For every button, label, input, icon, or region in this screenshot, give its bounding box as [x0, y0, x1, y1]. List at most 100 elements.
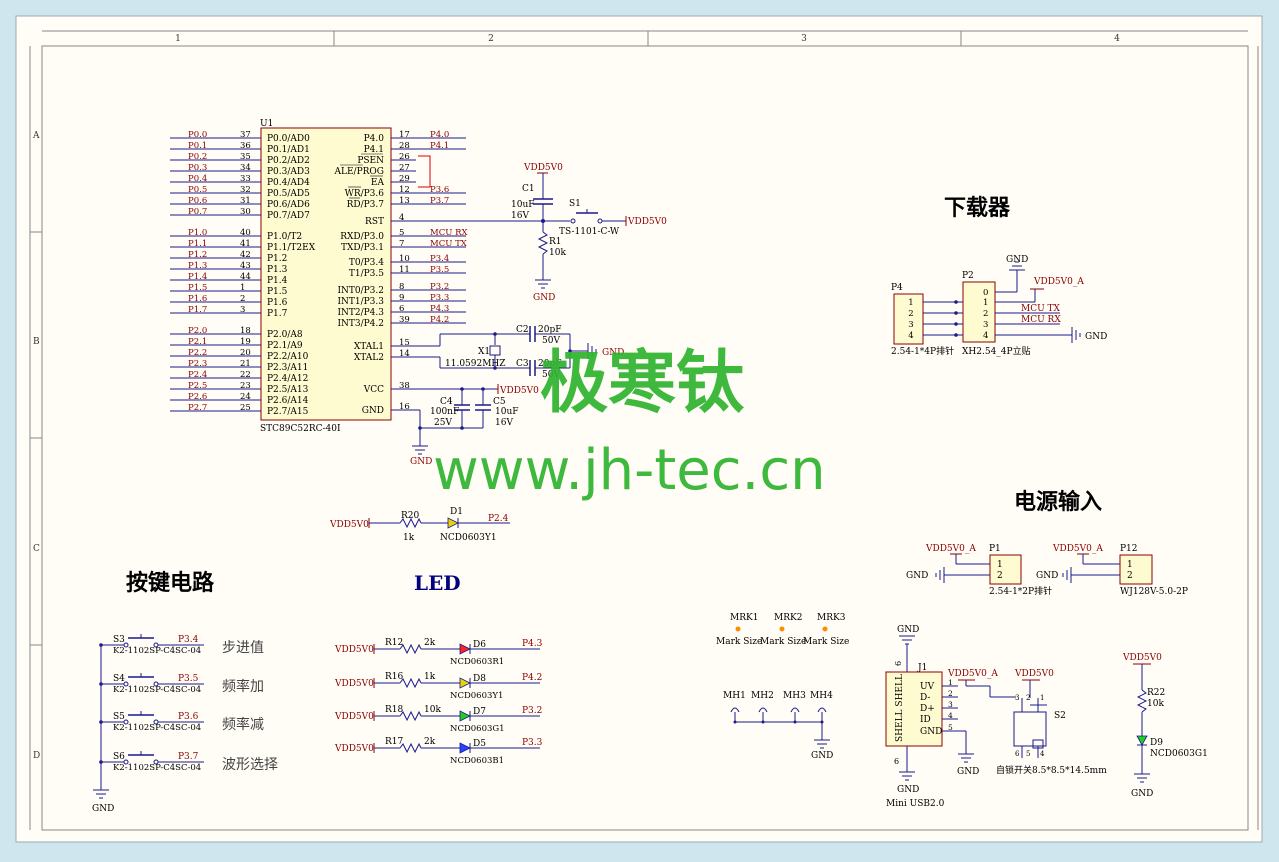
key-function-label: 频率减: [222, 716, 264, 733]
resistor: [399, 710, 422, 722]
led: [459, 643, 471, 655]
pin-number: 1: [997, 560, 1003, 570]
pin-name: XTAL2: [354, 353, 384, 363]
usb-pin-number: 5: [948, 723, 953, 732]
junction: [460, 387, 464, 391]
net-label: P2.4: [488, 514, 509, 524]
s2-pin-number: 1: [1040, 694, 1044, 702]
net-label: P2.5: [188, 381, 207, 391]
pin-name: P4.0: [364, 134, 385, 144]
pin-number: 5: [399, 228, 404, 238]
key-function-label: 频率加: [222, 678, 264, 695]
reset-circuit[interactable]: VDD5V0 C1 10uF 16V S1 TS-1101-C-W VDD5V0…: [416, 163, 667, 303]
s2-part: 自锁开关8.5*8.5*14.5mm: [996, 764, 1107, 776]
mark-label: Mark Size: [716, 637, 762, 647]
led-part: NCD0603R1: [450, 657, 504, 667]
pin-number: 13: [399, 196, 410, 206]
decoupling-circuit[interactable]: VDD5V0 C4 100nF 25V C5 10uF 16V GND: [410, 384, 539, 467]
resistor-r20: [399, 517, 422, 529]
net-label: P3.5: [430, 265, 449, 275]
nc-bracket: [418, 155, 431, 188]
mounting-hole: [730, 707, 740, 713]
net-label: P1.2: [188, 250, 207, 260]
usb-pin-name: D+: [920, 704, 935, 714]
pin-name: P1.7: [267, 309, 288, 319]
pin-name: P2.5/A13: [267, 385, 309, 395]
pin-name: RXD/P3.0: [340, 232, 384, 242]
ground-label: GND: [1006, 255, 1028, 265]
junction: [568, 349, 572, 353]
pin-name: P1.3: [267, 265, 288, 275]
pin-number: 22: [240, 370, 251, 380]
resistor: [399, 742, 422, 754]
led-part: NCD0603B1: [450, 756, 504, 766]
crystal-circuit[interactable]: X1 11.0592MHZ C2 20pF 50V C3 20pF 50V GN…: [416, 325, 624, 380]
net-label: P0.1: [188, 141, 207, 151]
d1-ref: D1: [450, 507, 463, 517]
pin-number: 7: [399, 239, 404, 249]
pin-name: INT2/P4.3: [337, 308, 384, 318]
switch-contact: [123, 642, 129, 648]
pin-number: 3: [240, 305, 245, 315]
led-d1: [447, 517, 459, 529]
column-label: 1: [175, 34, 181, 44]
pin-number: 17: [399, 130, 410, 140]
connector-p1: [989, 554, 1022, 585]
junction: [820, 720, 824, 724]
pin-name: RST: [365, 217, 384, 227]
pin-number: 38: [399, 381, 410, 391]
pin-name: VCC: [363, 385, 384, 395]
pin-name: INT3/P4.2: [337, 319, 384, 329]
resistor-value: 1k: [424, 672, 436, 682]
c1-voltage: 16V: [511, 211, 529, 221]
pin-number: 0: [983, 288, 988, 298]
net-label: P1.0: [188, 228, 207, 238]
row-label: A: [32, 131, 40, 141]
ground-label: GND: [533, 293, 555, 303]
switch-contact: [570, 218, 576, 224]
power-led-d9[interactable]: VDD5V0 R22 10k D9 NCD0603G1 GND: [1122, 653, 1208, 799]
power-net-label: VDD5V0: [334, 679, 374, 689]
net-label: MCU RX: [430, 228, 468, 238]
power-net-label: VDD5V0: [1014, 669, 1054, 679]
ground-label: GND: [957, 767, 979, 777]
pin-number: 27: [399, 163, 410, 173]
usb-pin-name: UV: [920, 682, 935, 692]
net-label: P0.0: [188, 130, 207, 140]
pin-name: WR/P3.6: [345, 189, 385, 199]
ground-label: GND: [92, 804, 114, 814]
junction: [99, 720, 103, 724]
c4-ref: C4: [440, 397, 453, 407]
mark-ref: MRK1: [730, 613, 758, 623]
power-input-circuit[interactable]: VDD5V0_A GND P1 1 2 2.54-1*2P排针 VDD5V0_A…: [906, 544, 1188, 597]
net-label: P3.4: [178, 635, 199, 645]
pin-number: 41: [240, 239, 251, 249]
net-label: P2.0: [188, 326, 207, 336]
s1-part: TS-1101-C-W: [559, 227, 620, 237]
pin-name: P2.3/A11: [267, 363, 308, 373]
x1-ref: X1: [478, 347, 490, 357]
pin-number: 42: [240, 250, 251, 260]
net-label: P4.2: [522, 673, 542, 683]
pin-name: T1/P3.5: [349, 269, 384, 279]
ground-label: GND: [1036, 571, 1058, 581]
led-part: NCD0603G1: [450, 724, 505, 734]
net-label: P4.0: [430, 130, 449, 140]
pin-number: 24: [240, 392, 251, 402]
led-indicator-d1[interactable]: VDD5V0 R20 1k D1 NCD0603Y1 P2.4: [329, 507, 510, 543]
p4-ref: P4: [891, 283, 903, 293]
pin-number: 32: [240, 185, 251, 195]
p12-part: WJ128V-5.0-2P: [1120, 587, 1188, 597]
mark-ref: MRK2: [774, 613, 802, 623]
net-label: P3.6: [178, 712, 199, 722]
p1-part: 2.54-1*2P排针: [989, 585, 1052, 597]
